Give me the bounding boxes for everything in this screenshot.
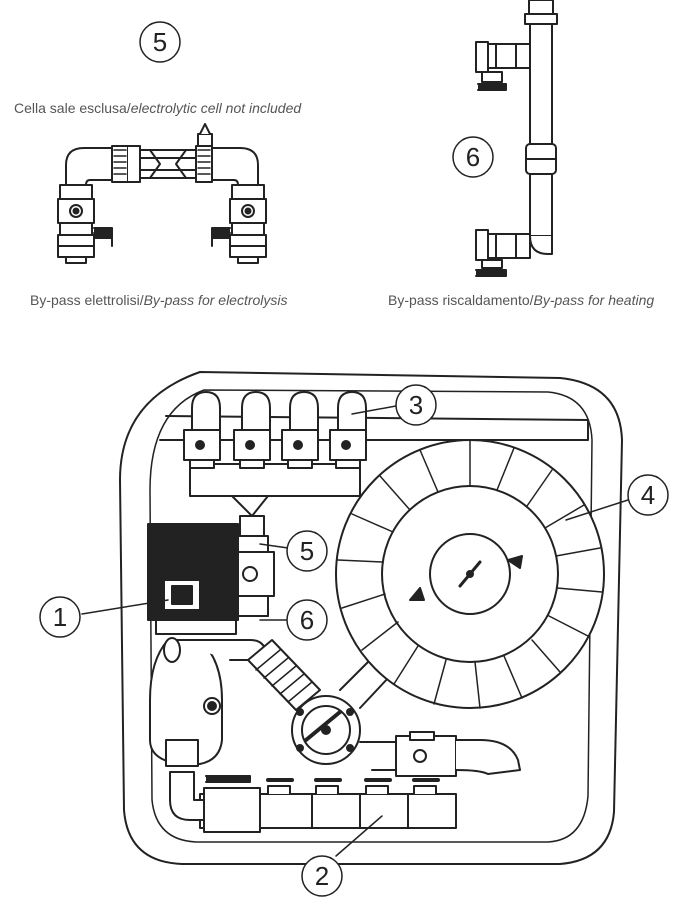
callout-5-top-circle <box>139 21 181 63</box>
callout-6-label: 6 <box>300 605 314 635</box>
callout-3-label: 3 <box>409 390 423 420</box>
callout-5-top-label: 5 <box>153 27 167 57</box>
caption-cell-excluded: Cella sale esclusa/electrolytic cell not… <box>14 100 301 116</box>
pump-motor <box>147 523 239 767</box>
callout-4-circle <box>627 474 669 516</box>
callout-6-circle <box>286 599 328 641</box>
callout-1-label: 1 <box>53 602 67 632</box>
callout-5-circle <box>286 530 328 572</box>
multiport-valve <box>291 695 361 765</box>
callout-2-circle <box>301 855 343 897</box>
caption-bypass-electrolysis-en: By-pass for electrolysis <box>143 292 288 308</box>
caption-cell-excluded-en: electrolytic cell not included <box>130 100 302 116</box>
caption-bypass-electrolysis: By-pass elettrolisi/By-pass for electrol… <box>30 292 288 308</box>
bottom-manifold <box>169 771 457 833</box>
sand-filter-tank <box>335 439 605 709</box>
callout-2-label: 2 <box>315 861 329 891</box>
callout-3-circle <box>395 384 437 426</box>
callout-6-top-label: 6 <box>466 142 480 172</box>
callout-5-label: 5 <box>300 536 314 566</box>
caption-bypass-electrolysis-it: By-pass elettrolisi/ <box>30 292 144 308</box>
caption-bypass-heating-en: By-pass for heating <box>533 292 655 308</box>
manifold-valves <box>183 391 367 469</box>
callout-6-top-circle <box>452 136 494 178</box>
caption-bypass-heating: By-pass riscaldamento/By-pass for heatin… <box>388 292 654 308</box>
electrolysis-bypass-illustration: 5 <box>57 21 267 264</box>
callout-1-circle <box>39 596 81 638</box>
callout-4-label: 4 <box>641 480 655 510</box>
heating-bypass-illustration: 6 <box>452 0 558 277</box>
caption-cell-excluded-it: Cella sale esclusa/ <box>14 100 131 116</box>
caption-bypass-heating-it: By-pass riscaldamento/ <box>388 292 534 308</box>
callouts: 1 2 3 4 5 6 <box>39 384 669 897</box>
filtration-unit <box>119 371 623 865</box>
